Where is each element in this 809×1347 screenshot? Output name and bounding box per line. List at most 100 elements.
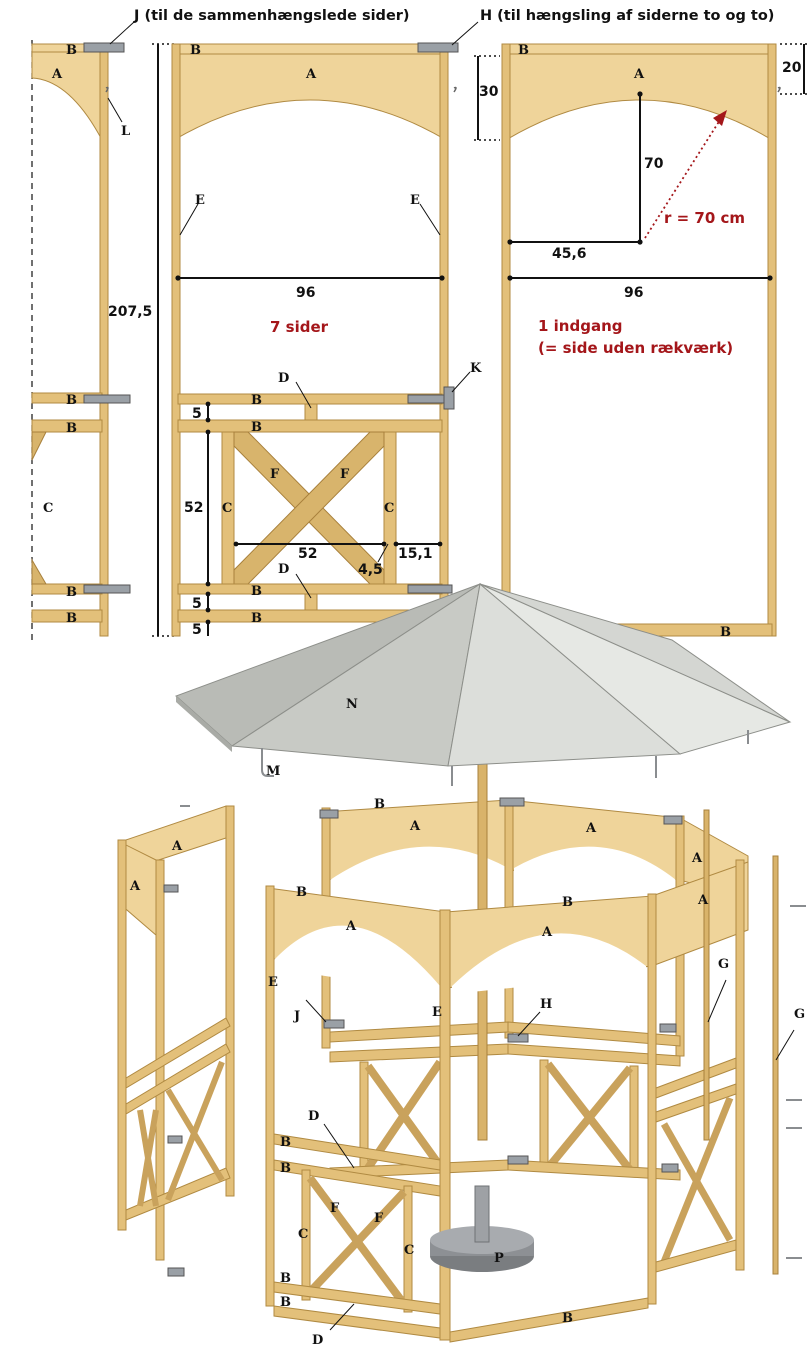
back-post-c (539, 1059, 549, 1171)
label-a: A (171, 839, 183, 854)
left-rail-4 (31, 609, 103, 623)
back-rail (507, 1021, 681, 1047)
hinge-icon (407, 584, 453, 594)
leader-line (419, 203, 441, 236)
mid-spacer-d1 (304, 403, 318, 421)
dim-width: 96 (296, 285, 315, 301)
stake-g-loose (772, 855, 779, 1275)
dim-cross-width: 52 (298, 546, 317, 562)
label-d: D (278, 562, 289, 577)
dim-post-offset: 4,5 (358, 562, 383, 578)
back-rail (507, 1159, 681, 1181)
umbrella-base (430, 1185, 534, 1272)
hinge-j-caption: J (til de sammenhængslede sider) (133, 8, 410, 24)
left-panel-partial: B A L B B C B B (31, 21, 135, 640)
mid-rail-3 (177, 583, 443, 595)
label-b: B (374, 797, 385, 812)
label-m: M (266, 764, 280, 779)
dim-top-band: 20 (782, 60, 802, 76)
hinge-k-plate-icon (443, 386, 455, 410)
label-a: A (541, 925, 553, 940)
right-top-rail (505, 43, 773, 55)
front-rail (273, 1305, 441, 1339)
right-caption-line1: 1 indgang (538, 317, 623, 335)
hinge-icon (661, 1163, 679, 1173)
label-a: A (409, 819, 421, 834)
hinge-icon (659, 1023, 677, 1033)
hinge-j-icon (323, 1019, 345, 1029)
label-e: E (410, 193, 420, 208)
label-n: N (346, 697, 358, 712)
right-panel-entrance: B A 20 70 r = 70 cm 45,6 96 1 indgang (=… (501, 43, 808, 640)
front-post-c (301, 1169, 311, 1301)
standalone-post (225, 805, 235, 1197)
leader-line (179, 203, 199, 236)
right-post-right (767, 43, 777, 637)
left-post (99, 43, 109, 637)
tent-peg-m-icon (261, 748, 274, 777)
label-a: A (633, 67, 645, 82)
label-b: B (251, 611, 262, 626)
label-c: C (384, 501, 394, 516)
hinge-icon (319, 809, 339, 819)
leader-line (451, 371, 471, 393)
stake-g (703, 809, 710, 1141)
radius-arrowhead (713, 110, 727, 126)
dim-post-gap: 15,1 (398, 546, 433, 562)
mid-panel-caption: 7 sider (270, 318, 329, 336)
leader-line (107, 97, 123, 123)
dim-cross-height: 52 (184, 500, 203, 516)
radius-caption: r = 70 cm (664, 209, 745, 227)
mid-top-rail (173, 43, 447, 55)
standalone-post (117, 839, 127, 1231)
mid-rail-2 (177, 419, 443, 433)
front-post (439, 909, 451, 1341)
hinge-icon (83, 584, 131, 594)
mid-arch-board (173, 53, 447, 141)
label-f: F (270, 467, 280, 482)
label-b: B (720, 625, 731, 640)
hook-l-icon (105, 86, 109, 93)
label-j: J (293, 1009, 300, 1024)
label-e: E (268, 975, 278, 990)
dim-gap: 5 (192, 622, 202, 638)
label-f: F (374, 1211, 384, 1226)
label-b: B (251, 420, 262, 435)
front-post (647, 893, 657, 1305)
label-b: B (296, 885, 307, 900)
label-p: P (494, 1251, 504, 1266)
label-d: D (308, 1109, 319, 1124)
dim-width: 96 (624, 285, 643, 301)
left-cross-fragment-2 (31, 558, 47, 585)
label-f: F (340, 467, 350, 482)
hinge-icon (499, 797, 525, 807)
label-b: B (280, 1295, 291, 1310)
middle-panel: B A E E 96 7 sider K D B 5 B F F 52 C C … (171, 21, 482, 638)
label-b: B (66, 43, 77, 58)
arch-height-dimension: 30 (474, 55, 500, 141)
label-c: C (404, 1243, 414, 1258)
hook-icon (777, 86, 781, 93)
label-b: B (280, 1161, 291, 1176)
label-b: B (66, 611, 77, 626)
standalone-side-panel (117, 805, 235, 1277)
label-b: B (190, 43, 201, 58)
left-arch-board (31, 51, 103, 141)
height-dimension: 207,5 (108, 43, 176, 637)
label-b: B (66, 393, 77, 408)
hinge-j-icon (83, 42, 125, 53)
label-b: B (280, 1135, 291, 1150)
umbrella-roof (175, 582, 792, 786)
dim-arch-half: 45,6 (552, 246, 587, 262)
label-a: A (585, 821, 597, 836)
dim-arch-rise: 70 (644, 156, 664, 172)
hinge-icon (167, 1135, 183, 1144)
front-rail (273, 1133, 441, 1171)
dim-gap: 5 (192, 406, 202, 422)
label-e: E (432, 1005, 442, 1020)
dim-arch-height: 30 (479, 84, 499, 100)
dim-height-total: 207,5 (108, 304, 152, 320)
front-rail (273, 1281, 441, 1315)
leader-line (295, 573, 312, 599)
